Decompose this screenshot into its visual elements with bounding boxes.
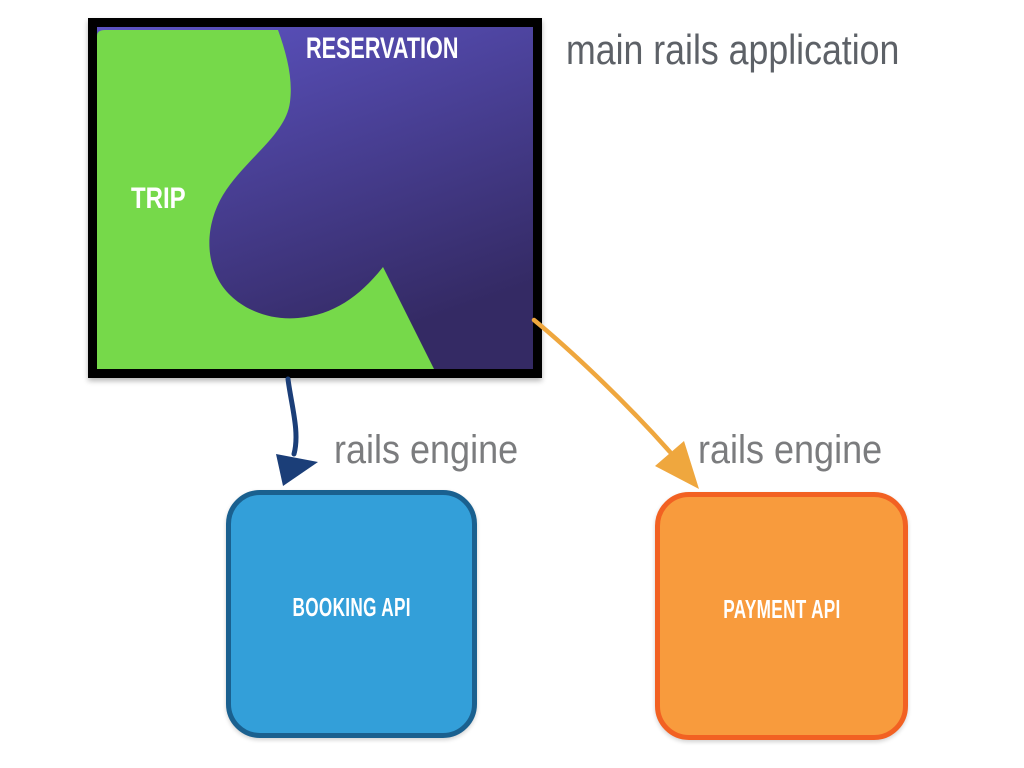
diagram-title: main rails application <box>566 26 900 73</box>
arrow-to-payment-head <box>655 441 699 489</box>
arrow-to-booking-sketch <box>286 379 298 453</box>
arrow-to-booking <box>276 376 318 486</box>
trip-region-label: TRIP <box>131 182 186 215</box>
arrow-to-booking-tail <box>285 376 299 457</box>
rails-engine-caption-booking: rails engine <box>334 428 519 472</box>
arrow-to-booking-head <box>276 454 318 486</box>
payment-api-label: PAYMENT API <box>722 593 841 624</box>
booking-api-box: BOOKING API <box>226 490 477 738</box>
trip-region <box>97 30 434 369</box>
arrow-to-payment-tail <box>531 317 673 455</box>
booking-api-label: BOOKING API <box>292 591 411 622</box>
arrow-to-payment-sketch <box>535 321 669 449</box>
rails-engine-caption-payment: rails engine <box>698 428 883 472</box>
arrow-to-payment <box>531 317 699 489</box>
main-application-box <box>88 18 542 378</box>
reservation-region-label: RESERVATION <box>306 32 459 65</box>
trip-reservation-graphic <box>97 27 533 369</box>
payment-api-box: PAYMENT API <box>655 492 908 740</box>
